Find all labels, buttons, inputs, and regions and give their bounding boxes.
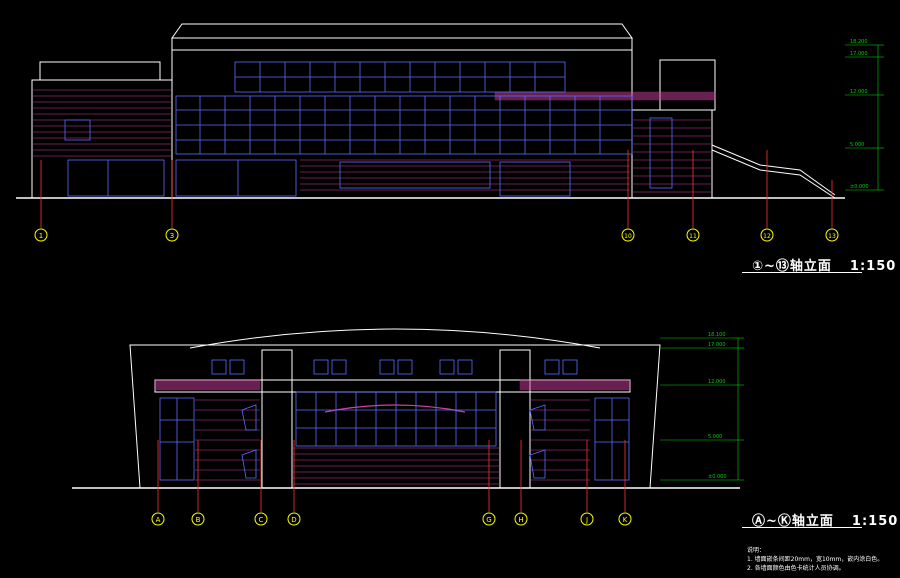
axis-label: 11 [689,233,697,240]
axis-bubble [165,228,179,242]
axis-label: 10 [624,233,632,240]
lower-callouts [157,440,626,512]
level-mark: 18.200 [850,39,868,45]
axis-bubble [151,512,165,526]
axis-bubble [825,228,839,242]
upper-elevation-title: ①~⑬轴立面 1:150 [752,255,896,274]
axis-bubble [580,512,594,526]
lower-cladding [154,379,631,485]
upper-axis-bubbles: 1 3 10 11 12 13 [34,228,839,242]
axis-bubble [482,512,496,526]
level-mark: 5.000 [708,434,722,440]
title-scale: 1:150 [849,259,897,274]
axis-label: D [291,516,296,524]
upper-cladding [33,89,716,193]
level-mark: 5.000 [850,142,864,148]
axis-label: A [156,516,161,524]
title-scale: 1:150 [851,514,899,529]
notes-heading: 说明： [747,547,766,554]
axis-bubble [254,512,268,526]
title-axis-range: ①~⑬ [752,259,790,274]
upper-elevation [16,23,845,199]
axis-bubble [514,512,528,526]
axis-label: B [196,516,201,524]
title-axis-range: Ⓐ~Ⓚ [752,514,792,529]
upper-dimensions [845,44,884,191]
axis-label: 1 [39,232,43,240]
axis-bubble [621,228,635,242]
upper-callouts [40,150,833,228]
level-mark: ±0.000 [708,474,727,480]
title-suffix: 轴立面 [789,259,832,274]
level-mark: ±0.000 [850,184,869,190]
axis-label: 12 [763,233,771,240]
notes-item: 1. 墙面嵌条间距20mm，宽10mm，嵌内涂白色。 [747,556,884,563]
level-mark: 12.000 [708,379,726,385]
upper-curtain-wall [64,61,673,197]
level-mark: 17.000 [708,342,726,348]
upper-level-marks: 18.200 17.000 12.000 5.000 ±0.000 [850,39,869,190]
axis-bubble [686,228,700,242]
axis-bubble [34,228,48,242]
axis-label: 3 [170,232,174,240]
axis-label: H [518,516,523,524]
lower-level-marks: 18.100 17.000 12.000 5.000 ±0.000 [708,332,727,480]
axis-bubble [287,512,301,526]
axis-label: G [486,516,491,524]
lower-axis-bubbles: A B C D G H J K [151,512,632,526]
title-suffix: 轴立面 [791,514,834,529]
notes-item: 2. 各墙面颜色由色卡统计人员协调。 [747,565,845,572]
axis-bubble [191,512,205,526]
axis-label: 13 [828,233,836,240]
title-underline [742,527,862,528]
axis-bubble [618,512,632,526]
lower-elevation-title: Ⓐ~Ⓚ轴立面 1:150 [752,510,898,529]
axis-label: J [585,516,588,524]
drawing-notes: 说明： 1. 墙面嵌条间距20mm，宽10mm，嵌内涂白色。 2. 各墙面颜色由… [747,546,883,573]
level-mark: 17.000 [850,51,868,57]
level-mark: 12.000 [850,89,868,95]
axis-label: C [259,516,264,524]
lower-dimensions [660,337,744,481]
title-underline [742,272,862,273]
lower-windows [159,359,630,481]
axis-bubble [760,228,774,242]
level-mark: 18.100 [708,332,726,338]
axis-label: K [623,516,628,524]
